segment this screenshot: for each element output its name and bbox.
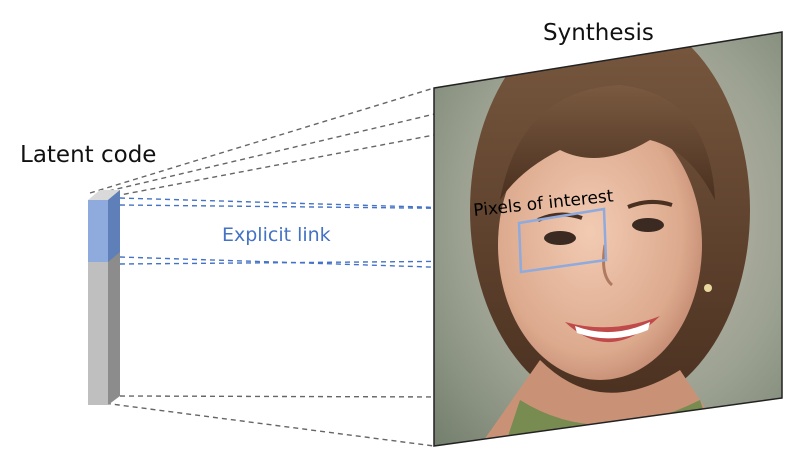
latent-highlight-segment bbox=[88, 200, 108, 262]
synthesis-label: Synthesis bbox=[543, 20, 654, 46]
latent-code-bar bbox=[88, 190, 120, 405]
explicit-link-label: Explicit link bbox=[222, 224, 331, 246]
latent-code-label: Latent code bbox=[20, 142, 156, 168]
synthesis-image bbox=[434, 32, 782, 446]
synthesis-frame bbox=[433, 31, 783, 447]
pixels-of-interest-box bbox=[517, 207, 608, 274]
